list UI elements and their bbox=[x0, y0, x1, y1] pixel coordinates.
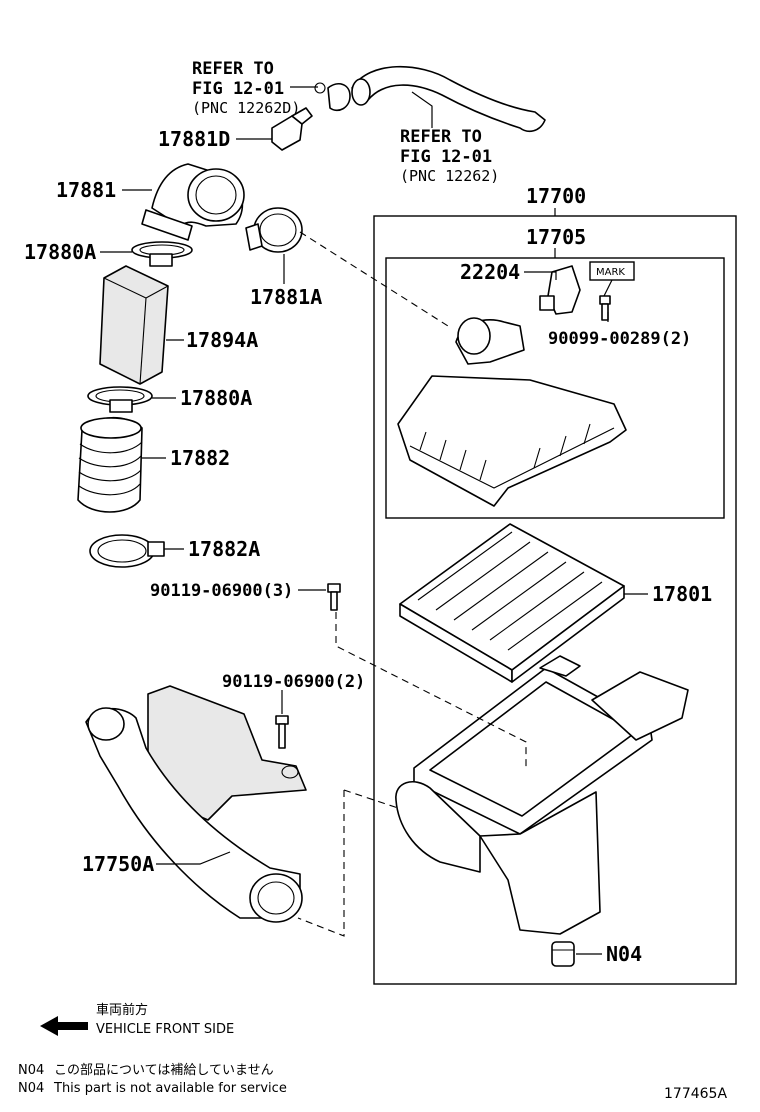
bolt-90119-2-shape bbox=[275, 715, 289, 749]
leader-22204 bbox=[524, 271, 557, 280]
direction-jp: 車両前方 bbox=[96, 1002, 148, 1018]
label-17881a: 17881A bbox=[250, 285, 322, 309]
label-17880a-mid: 17880A bbox=[180, 386, 252, 410]
dashed-line-intake-bottom bbox=[297, 790, 345, 937]
label-17882a: 17882A bbox=[188, 537, 260, 561]
label-n04: N04 bbox=[606, 942, 642, 966]
refer-right-line3: (PNC 12262) bbox=[400, 167, 499, 185]
hose-12262-outline bbox=[351, 65, 546, 133]
label-17881d: 17881D bbox=[158, 127, 230, 151]
grommet-n04-shape bbox=[551, 941, 575, 967]
refer-right-line2: FIG 12-01 bbox=[400, 147, 492, 167]
vehicle-front-arrow-icon bbox=[40, 1016, 88, 1036]
screw-90099-shape bbox=[599, 295, 611, 321]
leader-17750a bbox=[156, 851, 231, 865]
part-17894a-shape bbox=[99, 265, 169, 385]
label-17881: 17881 bbox=[56, 178, 116, 202]
part-17882a-shape bbox=[89, 534, 165, 568]
sensor-22204-shape bbox=[539, 265, 581, 315]
part-17881d-shape bbox=[271, 107, 313, 151]
label-22204: 22204 bbox=[460, 260, 520, 284]
part-17881a-shape bbox=[245, 207, 303, 253]
part-17750a-shape bbox=[85, 685, 307, 923]
label-17705: 17705 bbox=[526, 225, 586, 249]
part-17881-shape bbox=[141, 163, 245, 241]
refer-top-line1: REFER TO bbox=[192, 59, 274, 79]
label-17880a-top: 17880A bbox=[24, 240, 96, 264]
dashed-line-intake-top bbox=[343, 789, 399, 809]
clip-12262d bbox=[314, 82, 351, 112]
label-17882: 17882 bbox=[170, 446, 230, 470]
part-17882-shape bbox=[77, 417, 143, 513]
label-17894a: 17894A bbox=[186, 328, 258, 352]
figure-id: 177465A bbox=[664, 1086, 727, 1102]
leader-mark bbox=[603, 279, 613, 297]
dashed-line-bolt-3 bbox=[335, 612, 527, 768]
label-90119-3: 90119-06900(3) bbox=[150, 581, 293, 601]
note2-code: N04 bbox=[18, 1081, 44, 1096]
dashed-line-clamp bbox=[299, 231, 449, 327]
part-17880a-mid-shape bbox=[87, 386, 153, 413]
label-17801: 17801 bbox=[652, 582, 712, 606]
refer-top-line2: FIG 12-01 bbox=[192, 79, 284, 99]
note1-code: N04 bbox=[18, 1063, 44, 1078]
lower-case-shape bbox=[395, 655, 689, 935]
bolt-90119-3-shape bbox=[327, 583, 341, 611]
label-90099: 90099-00289(2) bbox=[548, 329, 691, 349]
filter-17801-shape bbox=[399, 523, 625, 683]
part-17880a-top-shape bbox=[131, 241, 193, 267]
label-mark: MARK bbox=[596, 267, 625, 278]
upper-case-shape bbox=[397, 317, 627, 507]
note2-text: This part is not available for service bbox=[53, 1081, 287, 1096]
label-17750a: 17750A bbox=[82, 852, 154, 876]
refer-top-line3: (PNC 12262D) bbox=[192, 99, 300, 117]
label-17700: 17700 bbox=[526, 184, 586, 208]
direction-en: VEHICLE FRONT SIDE bbox=[96, 1022, 234, 1037]
note1-text: この部品については補給していません bbox=[54, 1063, 274, 1078]
leader-refer-right bbox=[411, 91, 433, 128]
refer-right-line1: REFER TO bbox=[400, 127, 482, 147]
label-90119-2: 90119-06900(2) bbox=[222, 672, 365, 692]
